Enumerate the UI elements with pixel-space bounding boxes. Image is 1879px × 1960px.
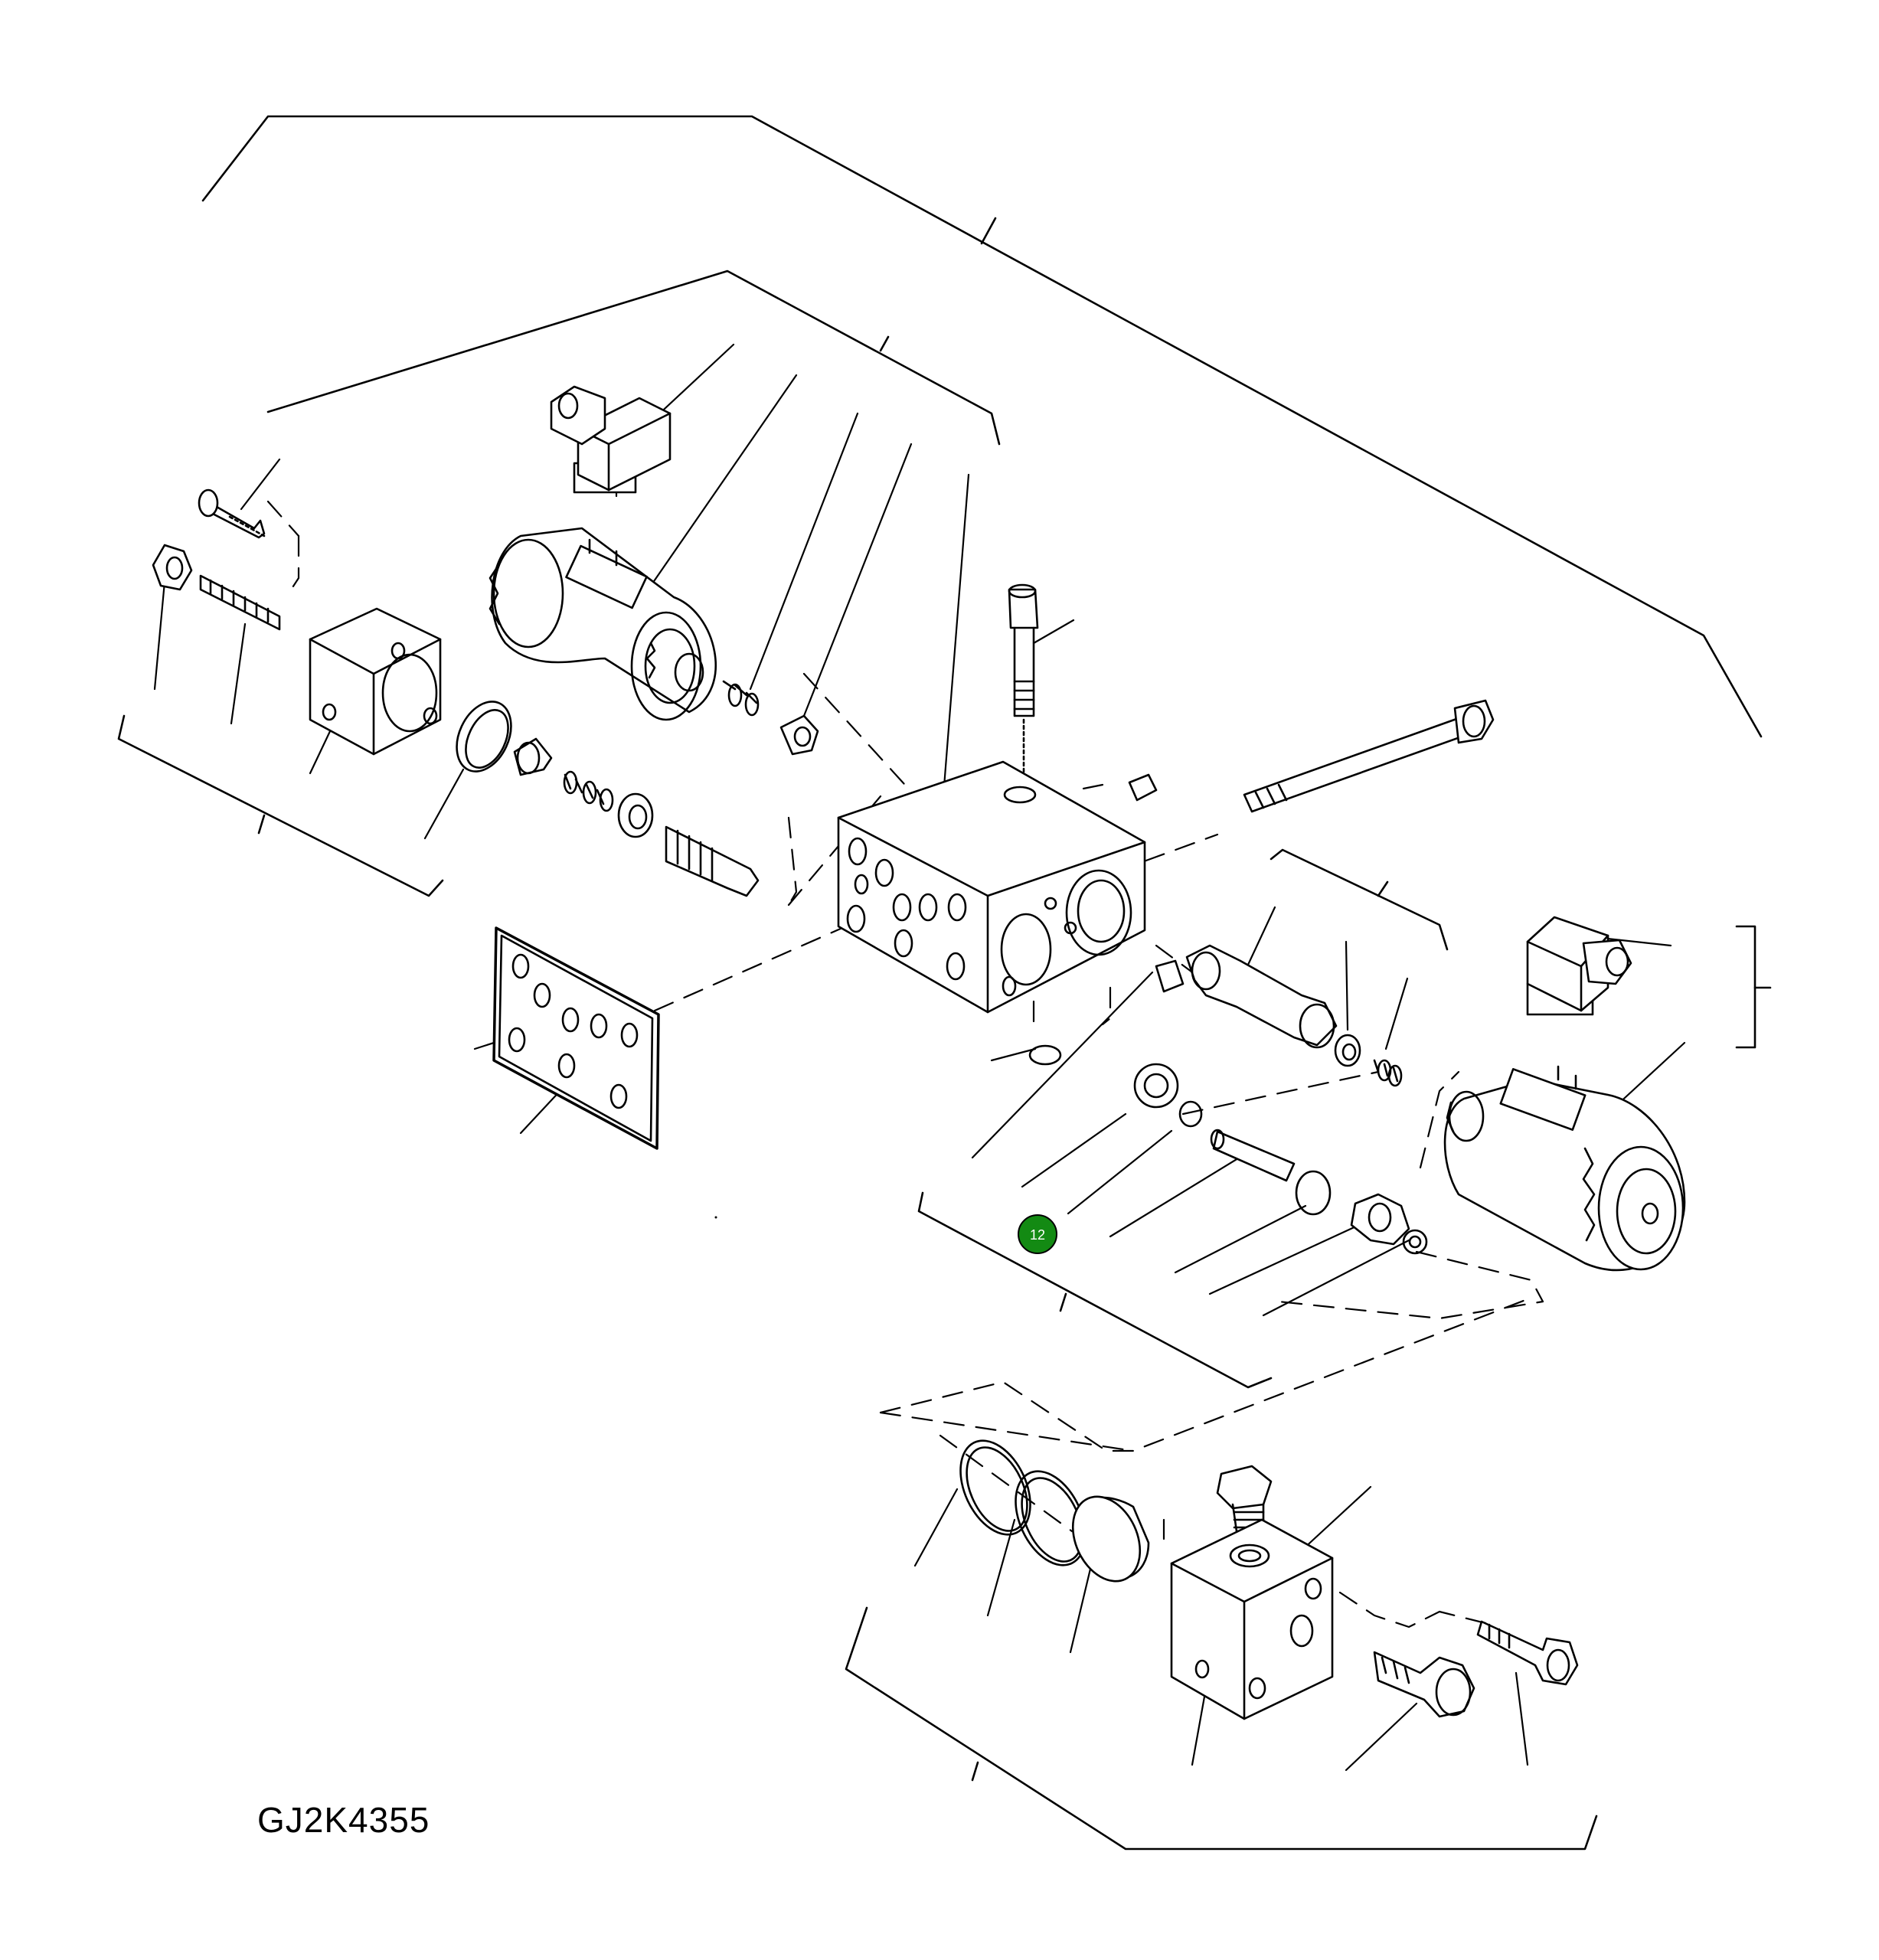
small-parts xyxy=(1028,1044,1428,1255)
left-fasteners xyxy=(152,488,512,773)
bracket-tick xyxy=(879,335,890,352)
long-tie-bolt xyxy=(1243,699,1495,813)
left-cartridge-bracket xyxy=(117,714,444,897)
main-assembly-bracket xyxy=(201,115,1763,738)
bracket-tick xyxy=(1377,880,1389,897)
left-cartridge-parts xyxy=(513,680,819,897)
right-cartridge-bracket xyxy=(1270,848,1449,951)
bracket-tick xyxy=(980,217,997,245)
bracket-tick xyxy=(1059,1292,1067,1312)
pressure-switch-bracket xyxy=(845,1606,1598,1851)
right-solenoid xyxy=(1443,1065,1686,1272)
right-connector-bracket xyxy=(1735,925,1756,1049)
callout-label: 12 xyxy=(1030,1227,1045,1243)
assembly-brackets xyxy=(117,115,1772,1851)
gasket-plate xyxy=(492,926,660,1150)
leader-lines xyxy=(153,343,1686,1772)
right-cartridge-parts xyxy=(1155,944,1403,1087)
pressure-switch-assembly xyxy=(959,1439,1579,1720)
assembly-paths xyxy=(266,485,1544,1628)
drawing-code: GJ2K4355 xyxy=(257,1800,430,1840)
left-valve-bracket xyxy=(266,270,1001,446)
vertical-bolt xyxy=(1008,583,1039,775)
left-solenoid xyxy=(489,385,717,721)
bracket-tick xyxy=(971,1761,979,1782)
left-mount-block xyxy=(309,607,442,756)
small-parts-bracket xyxy=(917,1191,1273,1389)
pressure-switch-block xyxy=(1170,1518,1334,1720)
block-port-holes xyxy=(846,837,967,981)
callout-marker-12[interactable]: 12 xyxy=(1018,1214,1057,1254)
callout-circle[interactable] xyxy=(1018,1214,1057,1254)
set-screw-top xyxy=(1128,773,1158,802)
main-valve-block xyxy=(837,760,1146,1014)
right-connector-plug xyxy=(1526,916,1632,1016)
bracket-tick xyxy=(257,814,266,835)
